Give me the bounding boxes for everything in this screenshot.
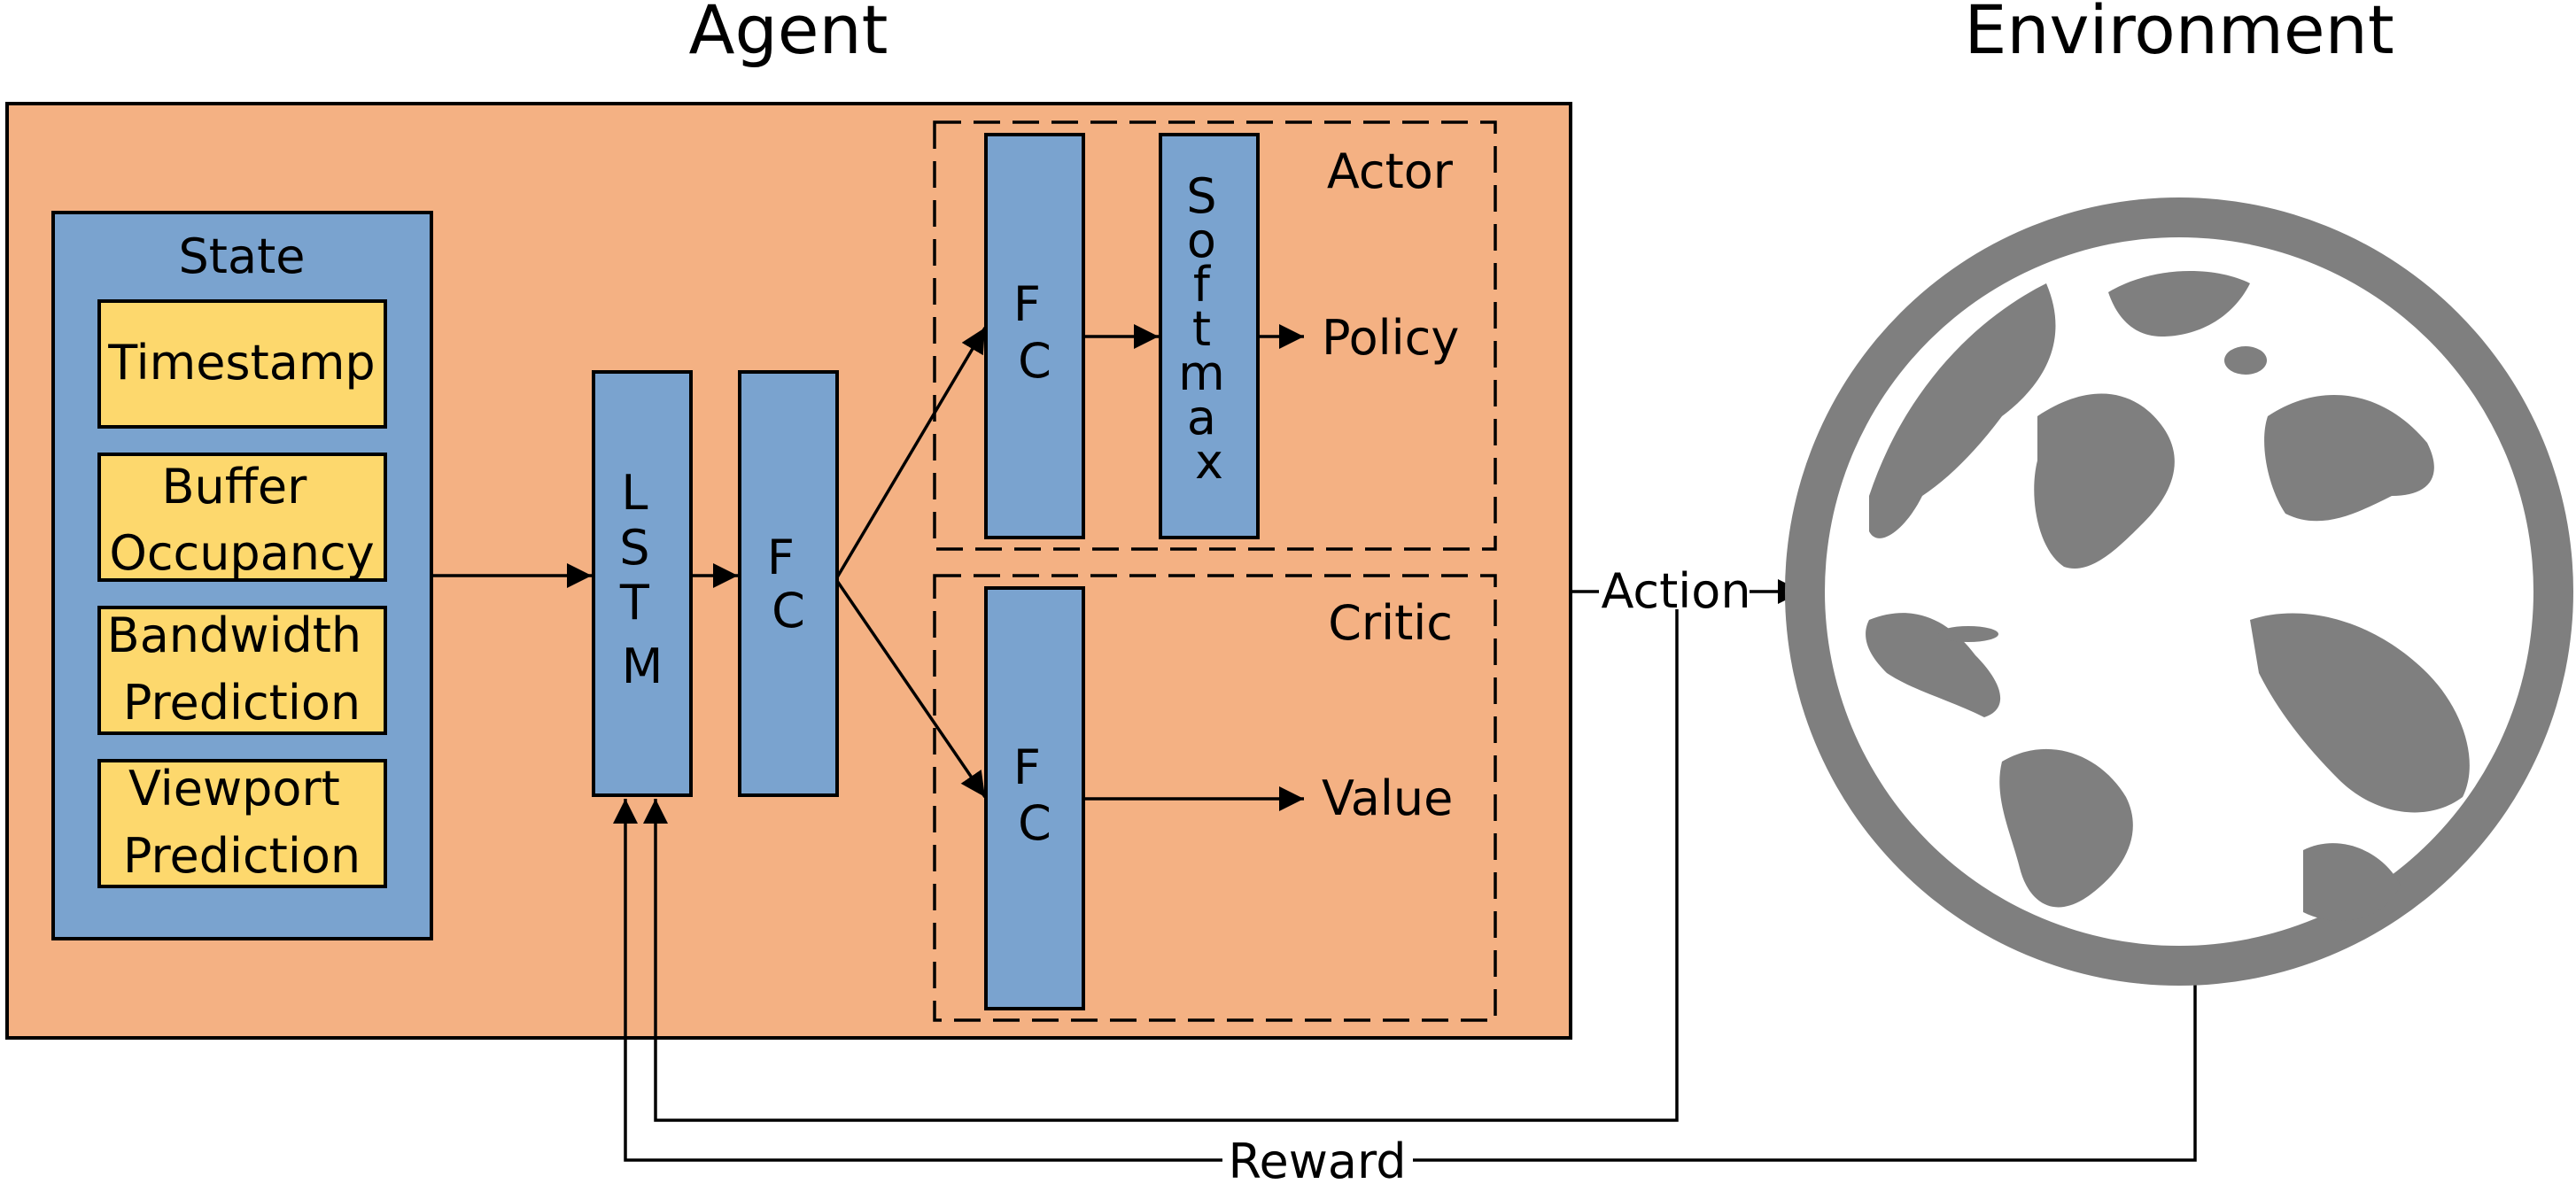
fc-letter: C xyxy=(1018,795,1051,851)
state-input-label: Prediction xyxy=(123,675,361,731)
state-title: State xyxy=(179,228,306,284)
environment-title: Environment xyxy=(1964,0,2394,69)
softmax-block: S o f t m a x xyxy=(1159,133,1260,539)
softmax-letter: S xyxy=(1186,168,1216,224)
fc-letter: C xyxy=(772,583,805,638)
fc-to-actor-arrow xyxy=(835,327,987,578)
fc-letter: C xyxy=(1018,333,1051,389)
svg-text:Timestamp: Timestamp xyxy=(107,335,375,391)
fc-actor-block: F C xyxy=(984,133,1085,539)
svg-text:F C: F C xyxy=(767,530,810,638)
state-input-label: Prediction xyxy=(123,828,361,884)
state-input-label: Occupancy xyxy=(109,525,374,581)
svg-text:L S T M: L S T M xyxy=(619,465,665,694)
reward-line-left xyxy=(613,799,1222,1162)
svg-text:Bandwidth Prediction: Bandwidth Prediction xyxy=(107,607,377,731)
state-input-label: Timestamp xyxy=(107,335,375,391)
fc-to-critic-arrow xyxy=(835,580,987,798)
softmax-letter: a xyxy=(1187,390,1216,445)
svg-text:F C: F C xyxy=(1013,276,1056,389)
lstm-letter: M xyxy=(622,638,663,694)
actor-label: Actor xyxy=(1327,143,1454,199)
policy-label: Policy xyxy=(1322,310,1459,366)
reward-label: Reward xyxy=(1228,1134,1406,1184)
fc-critic-block: F C xyxy=(984,586,1085,1010)
critic-label: Critic xyxy=(1328,595,1453,651)
state-input-timestamp: Timestamp xyxy=(97,299,387,429)
svg-text:F C: F C xyxy=(1013,739,1056,851)
state-input-label: Viewport xyxy=(128,761,340,816)
state-input-viewport-prediction: Viewport Prediction xyxy=(97,759,387,888)
critic-region xyxy=(933,574,1497,1022)
fc-letter: F xyxy=(767,530,795,585)
softmax-letter: f xyxy=(1193,257,1212,313)
svg-text:Buffer Occupancy: Buffer Occupancy xyxy=(109,459,374,581)
fc-letter: F xyxy=(1013,276,1041,332)
actor-region xyxy=(933,120,1497,551)
state-input-buffer-occupancy: Buffer Occupancy xyxy=(97,453,387,582)
state-input-label: Bandwidth xyxy=(107,607,361,663)
softmax-letter: x xyxy=(1195,434,1223,490)
state-input-label: Buffer xyxy=(161,459,307,515)
svg-text:S o f t: S o f t m a x xyxy=(1178,168,1240,490)
fc-letter: F xyxy=(1013,739,1041,795)
state-input-bandwidth-prediction: Bandwidth Prediction xyxy=(97,606,387,735)
value-label: Value xyxy=(1322,770,1453,826)
state-panel: State Timestamp Buffer Occupancy Bandwid… xyxy=(51,211,433,940)
svg-text:Viewport Prediction: Viewport Prediction xyxy=(123,761,361,884)
lstm-letter: T xyxy=(619,575,650,631)
lstm-letter: S xyxy=(619,520,649,576)
fc-shared-block: F C xyxy=(738,370,839,797)
lstm-letter: L xyxy=(621,465,648,521)
globe-icon xyxy=(1785,197,2573,986)
softmax-letter: t xyxy=(1192,301,1211,357)
agent-title: Agent xyxy=(689,0,888,69)
action-feedback-line xyxy=(643,609,1679,1122)
reward-line-right xyxy=(1413,979,2197,1162)
lstm-block: L S T M xyxy=(592,370,693,797)
